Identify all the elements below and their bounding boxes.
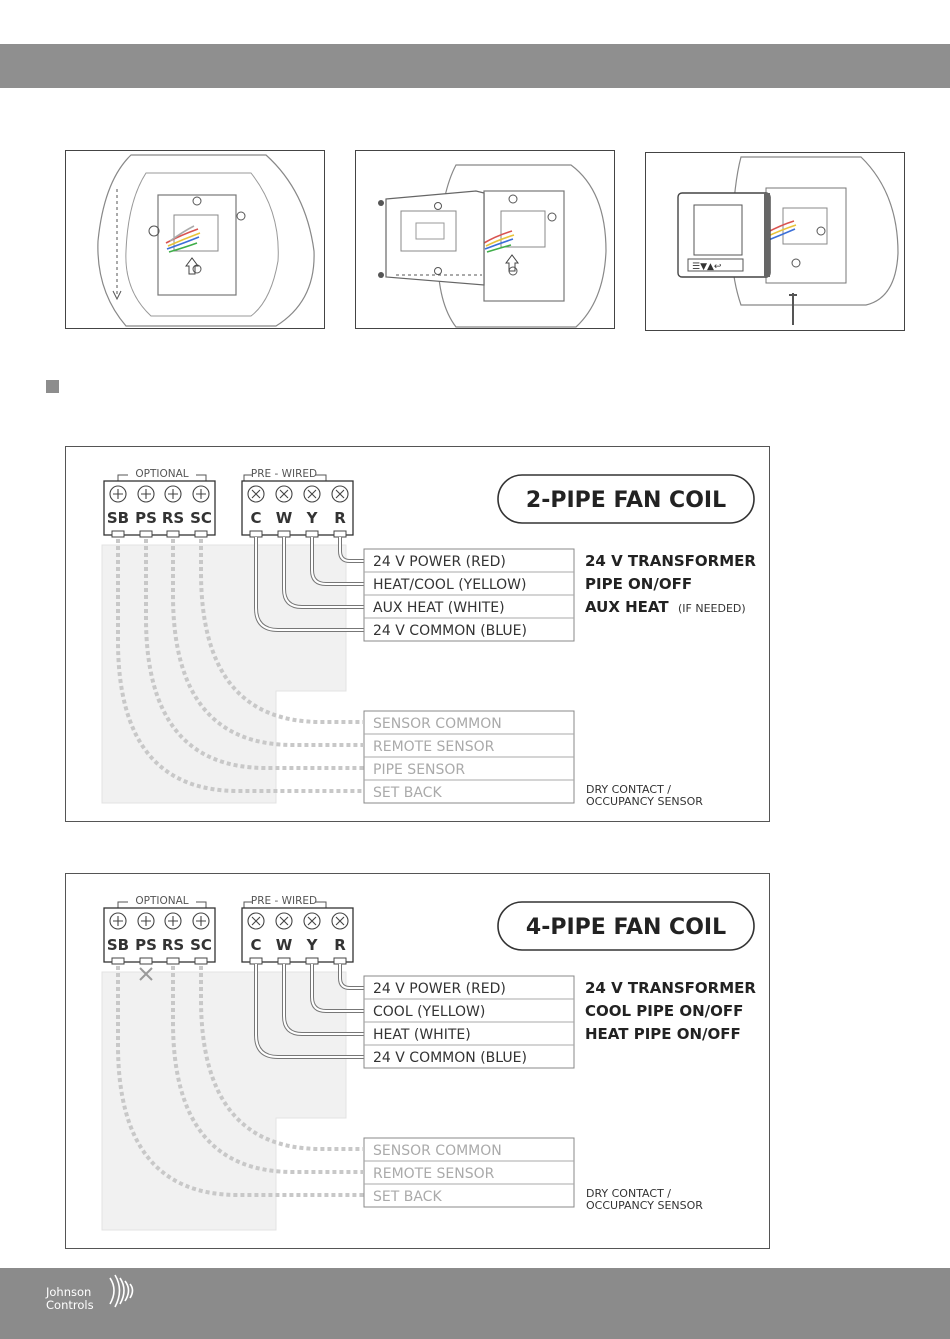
brand-line-1: Johnson xyxy=(46,1285,92,1299)
terminal-label: C xyxy=(250,509,261,527)
sensor-label: SET BACK xyxy=(373,785,442,801)
terminal-label: R xyxy=(334,509,346,527)
svg-text:☰▼▲↩: ☰▼▲↩ xyxy=(692,262,721,272)
sensor-wire xyxy=(116,966,364,1197)
install-step-1-image xyxy=(65,150,325,329)
footer-bar xyxy=(0,1268,950,1339)
wire-label: 24 V POWER (RED) xyxy=(373,554,506,570)
wire-label: 24 V POWER (RED) xyxy=(373,981,506,997)
optional-group-label: OPTIONAL xyxy=(135,468,188,480)
prewired-group-label: PRE - WIRED xyxy=(251,895,317,907)
sensor-label: SENSOR COMMON xyxy=(373,1143,502,1159)
logo-mark-icon xyxy=(109,1274,134,1308)
wire-function-label: HEAT PIPE ON/OFF xyxy=(585,1025,741,1043)
terminal-label: SB xyxy=(107,509,129,527)
terminal-label: SC xyxy=(190,509,212,527)
wire-label: 24 V COMMON (BLUE) xyxy=(373,623,527,639)
sensor-note-line-1: DRY CONTACT / xyxy=(586,783,671,796)
terminal-label: RS xyxy=(162,936,184,954)
wire-label: HEAT (WHITE) xyxy=(373,1027,471,1043)
sensor-wire xyxy=(116,539,364,793)
aux-heat-note: (IF NEEDED) xyxy=(678,602,746,615)
diagram-title-box xyxy=(497,474,755,524)
sensor-label: PIPE SENSOR xyxy=(373,762,465,778)
wire-function-label: PIPE ON/OFF xyxy=(585,575,692,593)
sensor-wire xyxy=(199,539,364,724)
wire-label: COOL (YELLOW) xyxy=(373,1004,485,1020)
backplate-region xyxy=(101,544,347,804)
sensor-label: REMOTE SENSOR xyxy=(373,739,495,755)
terminal-label: W xyxy=(276,509,293,527)
diagram-title: 4-PIPE FAN COIL xyxy=(526,915,726,940)
wire-label: AUX HEAT (WHITE) xyxy=(373,600,505,616)
backplate-region xyxy=(101,971,347,1231)
sensor-wire xyxy=(199,966,364,1151)
prewired-group-label: PRE - WIRED xyxy=(251,468,317,480)
sensor-label: SET BACK xyxy=(373,1189,442,1205)
terminal-label: W xyxy=(276,936,293,954)
wire-function-label: 24 V TRANSFORMER xyxy=(585,979,756,997)
screw-icon xyxy=(378,200,384,206)
section-bullet xyxy=(46,380,59,393)
terminal-label: PS xyxy=(135,936,157,954)
install-step-3-image: ☰▼▲↩ xyxy=(645,152,905,331)
sensor-wire xyxy=(171,539,364,747)
wire-label: 24 V COMMON (BLUE) xyxy=(373,1050,527,1066)
sensor-label-table xyxy=(363,1137,575,1208)
header-bar xyxy=(0,44,950,88)
wire-label: HEAT/COOL (YELLOW) xyxy=(373,577,526,593)
install-step-2-image xyxy=(355,150,615,329)
terminal-label: SB xyxy=(107,936,129,954)
sensor-note-line-1: DRY CONTACT / xyxy=(586,1187,671,1200)
terminal-label: RS xyxy=(162,509,184,527)
sensor-note-line-2: OCCUPANCY SENSOR xyxy=(586,795,703,808)
sensor-wire xyxy=(171,966,364,1174)
terminal-label: Y xyxy=(306,936,319,954)
wire-function-label: COOL PIPE ON/OFF xyxy=(585,1002,743,1020)
terminal-label: Y xyxy=(306,509,319,527)
johnson-controls-logo: Johnson Controls xyxy=(46,1272,146,1332)
terminal-label: SC xyxy=(190,936,212,954)
terminal-label: R xyxy=(334,936,346,954)
sensor-note-line-2: OCCUPANCY SENSOR xyxy=(586,1199,703,1212)
diagram-title: 2-PIPE FAN COIL xyxy=(526,488,726,513)
wire-function-label: AUX HEAT xyxy=(585,598,669,616)
sensor-wire xyxy=(144,539,364,770)
unused-terminal-mark xyxy=(139,967,153,981)
terminal-label: C xyxy=(250,936,261,954)
sensor-label: REMOTE SENSOR xyxy=(373,1166,495,1182)
terminal-label: PS xyxy=(135,509,157,527)
diagram-title-box xyxy=(497,901,755,951)
wire-function-label: 24 V TRANSFORMER xyxy=(585,552,756,570)
wire-bundle-icon xyxy=(165,225,201,253)
brand-line-2: Controls xyxy=(46,1298,94,1312)
sensor-label: SENSOR COMMON xyxy=(373,716,502,732)
optional-group-label: OPTIONAL xyxy=(135,895,188,907)
